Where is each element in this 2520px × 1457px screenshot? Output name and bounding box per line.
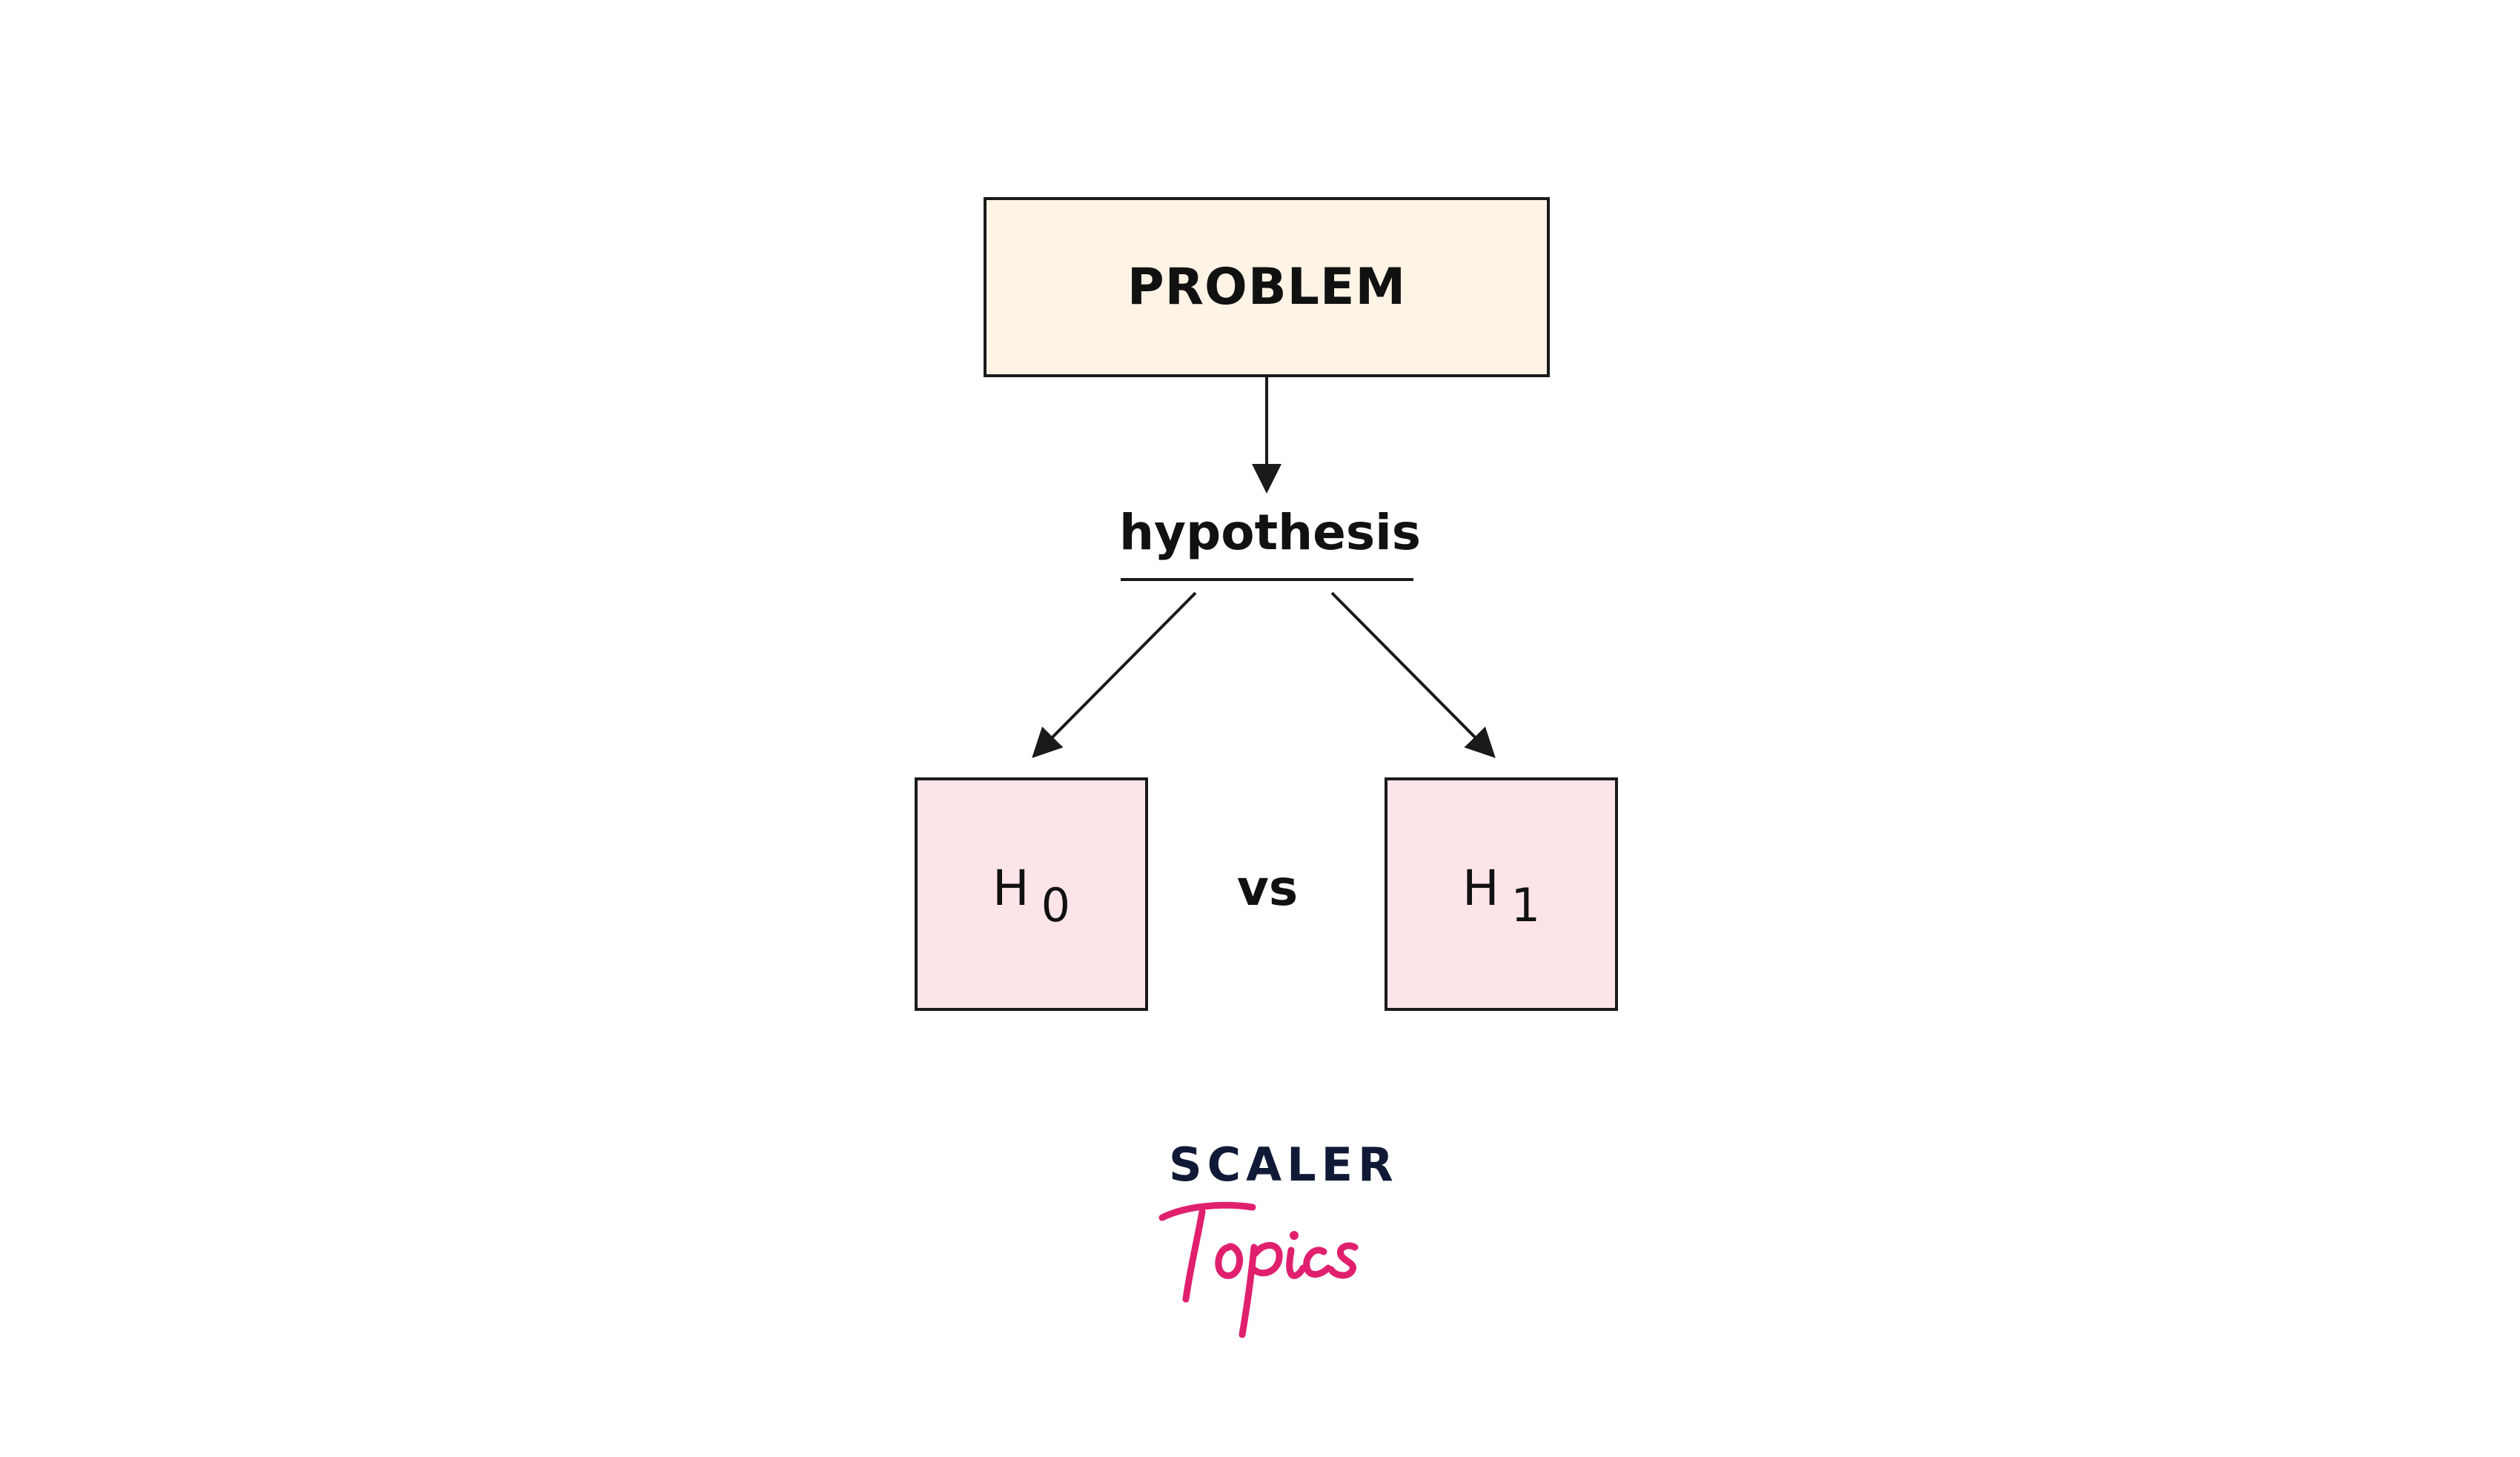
scaler-topics-logo: SCALER	[1156, 1138, 1393, 1338]
problem-box: PROBLEM	[984, 197, 1550, 377]
hypothesis-label: hypothesis	[1119, 504, 1422, 561]
arrow-hypothesis-to-h0	[1032, 591, 1197, 758]
null-hypothesis-subscript: 0	[1041, 878, 1071, 932]
comparison-label: vs	[1236, 860, 1299, 917]
problem-label: PROBLEM	[1127, 258, 1407, 316]
alternative-hypothesis-symbol: H	[1462, 860, 1499, 917]
arrow-hypothesis-to-h1	[1330, 591, 1496, 758]
logo-wordmark-topics	[1158, 1201, 1359, 1338]
logo-wordmark-scaler: SCALER	[1169, 1138, 1399, 1192]
alternative-hypothesis-subscript: 1	[1511, 878, 1541, 932]
null-hypothesis-symbol: H	[992, 860, 1029, 917]
